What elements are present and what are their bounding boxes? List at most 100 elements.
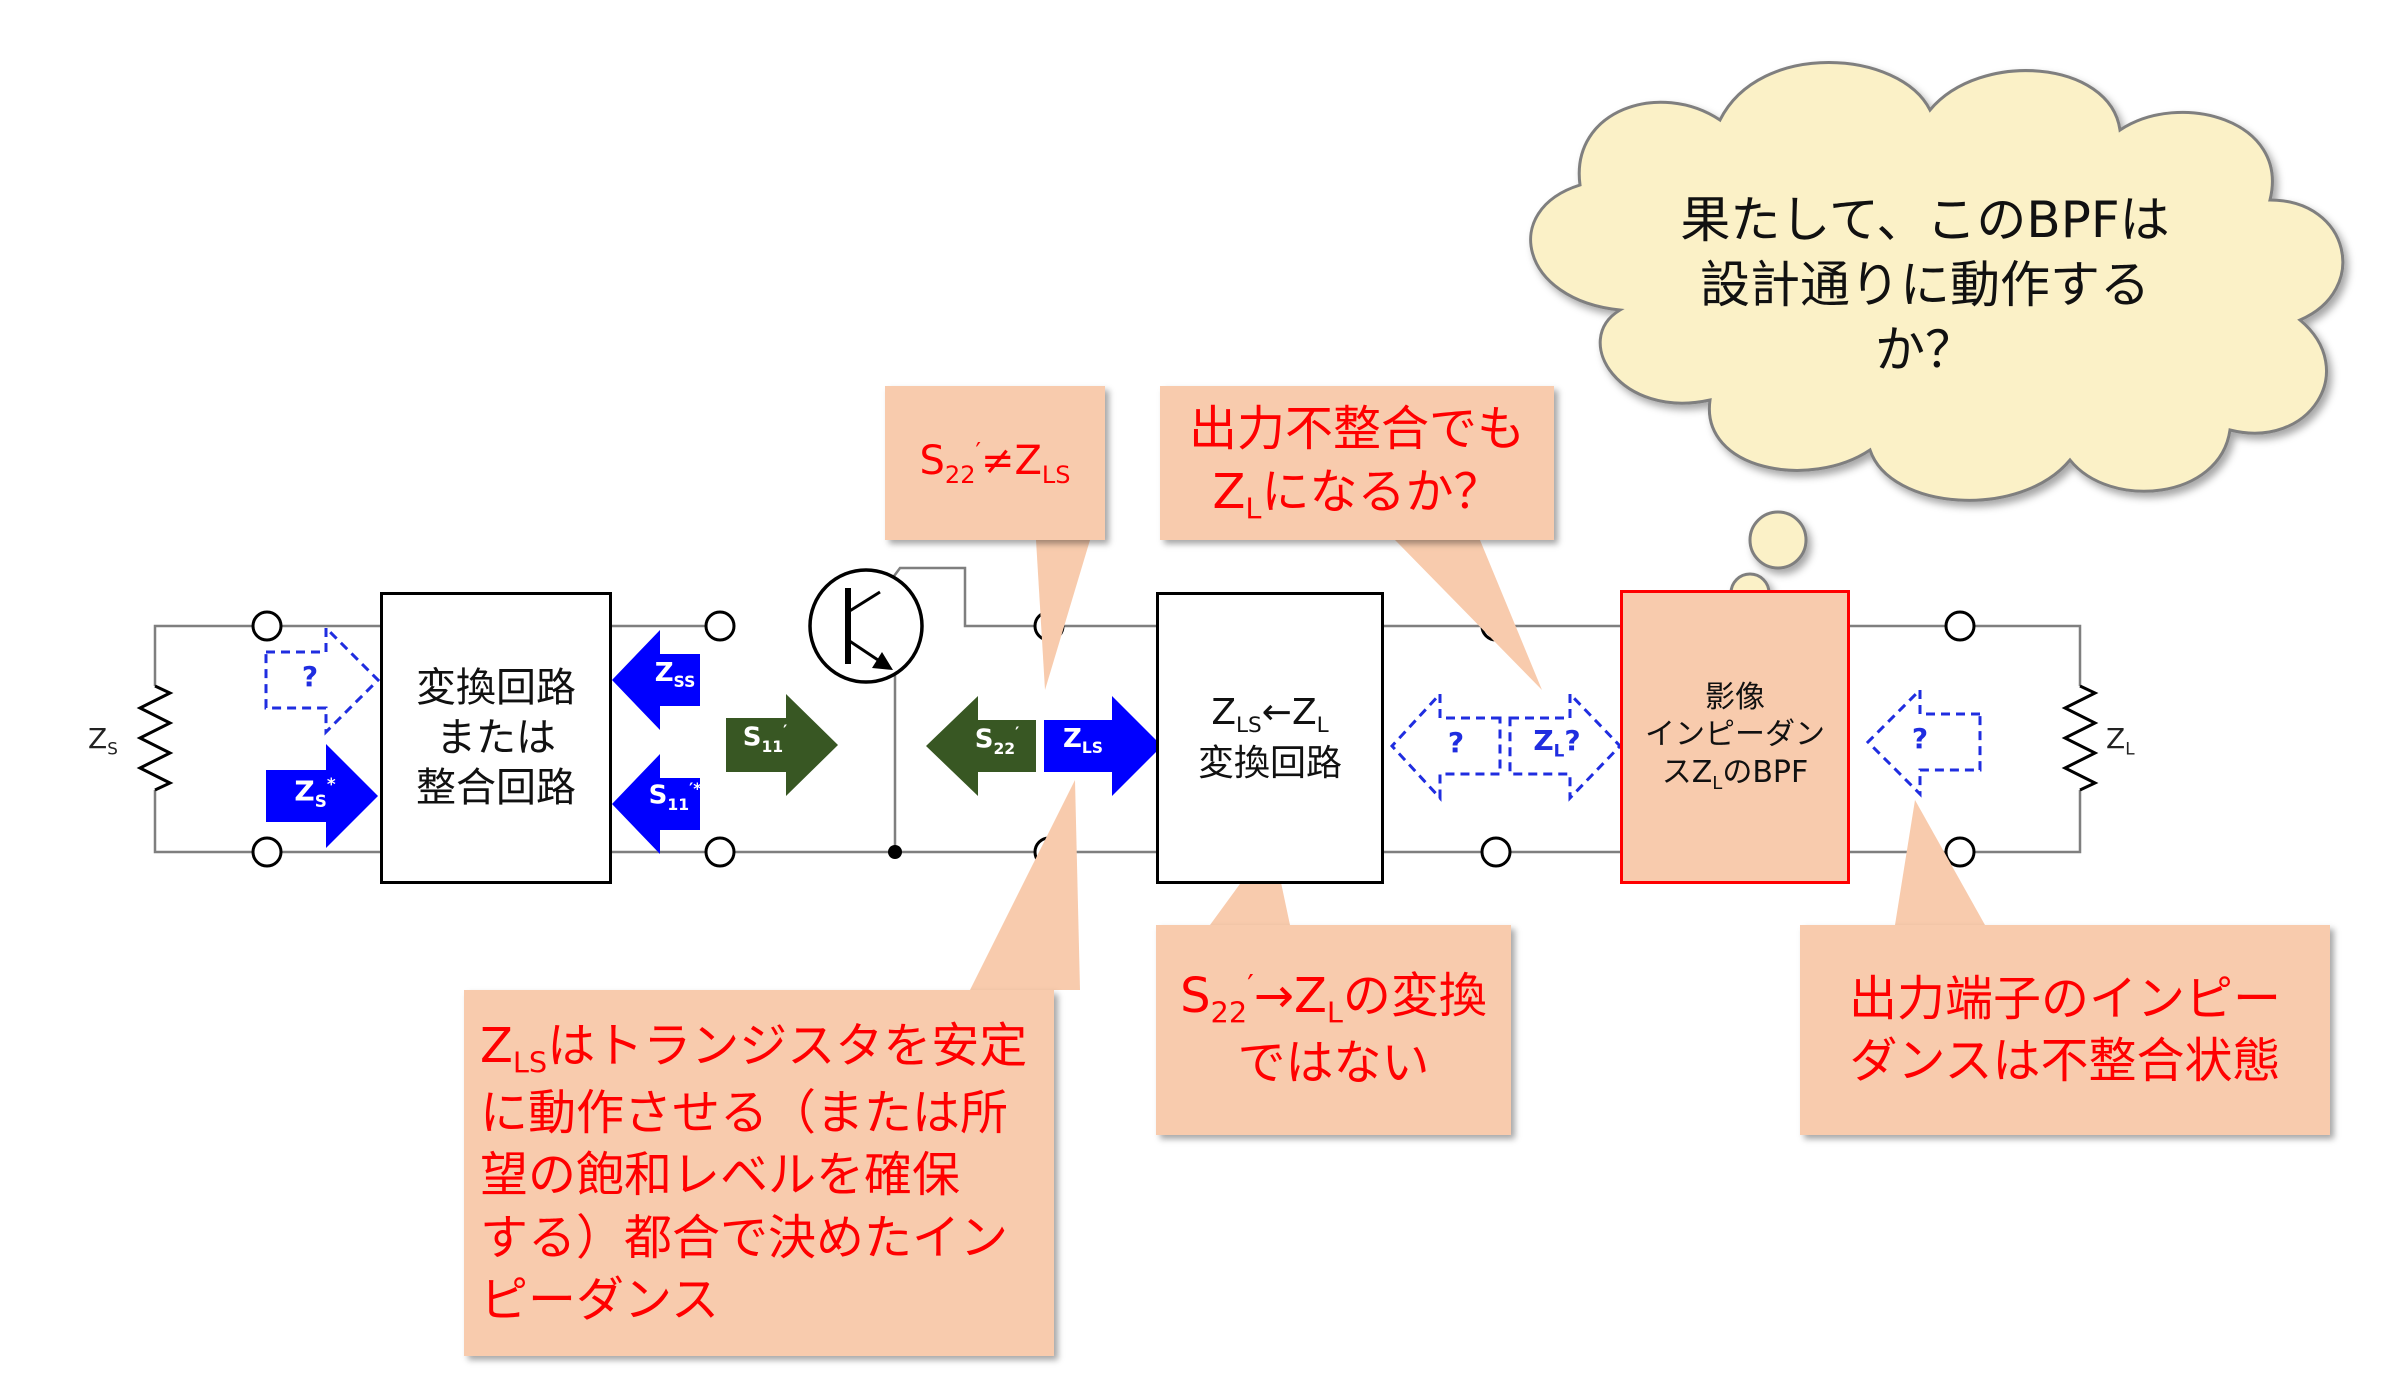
zs-conj-arrow <box>266 744 378 848</box>
callout-zls-line-1-post: はトランジスタを安定 <box>547 1017 1028 1074</box>
callout-mismatch-line-1: 出力不整合でも <box>1188 401 1525 458</box>
cloud-line-2: 設計通りに動作する <box>1700 255 2150 314</box>
callout-zls-line-1: ZLSはトランジスタを安定 <box>480 1015 1027 1082</box>
source-question-label: ? <box>301 660 319 693</box>
callout-mismatch-line-2: ZLになるか？ <box>1213 461 1502 528</box>
wires <box>153 566 2082 854</box>
callout-conv-s-sup: ′ <box>1247 968 1254 1003</box>
converter-line-1: ZLS←ZL <box>1211 690 1328 740</box>
callout-conv-line-2: ではない <box>1237 1035 1430 1092</box>
callout-zls-line-3: 望の飽和レベルを確保 <box>480 1147 961 1204</box>
load-resistor-icon <box>2061 684 2099 792</box>
zs-conj-z: Z <box>294 774 315 808</box>
terminal-1-top <box>251 610 283 642</box>
terminal-4-bottom <box>1480 836 1512 868</box>
callout-pointer-output <box>1895 800 1985 925</box>
source-impedance-label: ZS <box>88 722 118 759</box>
cloud-line-3: か？ <box>1875 320 1975 379</box>
callout-s22-s: S <box>919 437 945 484</box>
converter-z2: Z <box>1291 692 1317 734</box>
callout-s22-sub: 22 <box>944 460 976 489</box>
s11p-sub: 11 <box>761 737 784 756</box>
callout-zls-description: ZLSはトランジスタを安定 に動作させる（または所 望の飽和レベルを確保 する）… <box>464 990 1054 1356</box>
callout-conv-s-sub: 22 <box>1210 995 1248 1030</box>
callout-output-terminal: 出力端子のインピー ダンスは不整合状態 <box>1800 925 2330 1135</box>
callout-pointer-zls <box>970 780 1080 990</box>
callout-s22-neq: ≠ <box>980 437 1015 484</box>
callout-zls-line-4: する）都合で決めたイン <box>480 1209 1009 1266</box>
matching-line-2: または <box>436 715 556 761</box>
s22-prime-label: S22′ <box>962 724 1032 758</box>
matching-line-3: 整合回路 <box>416 765 576 811</box>
callout-zls-line-2: に動作させる（または所 <box>480 1084 1009 1141</box>
s11-conj-label: S11′* <box>640 780 710 814</box>
callout-conv-line-1-post: の変換 <box>1342 968 1487 1025</box>
zs-conj-label: ZS* <box>280 774 350 811</box>
bpf-block: 影像 インピーダン スZLのBPF <box>1620 590 1850 884</box>
cloud-body <box>1529 61 2345 502</box>
callout-s22-neq-zls: S22′≠ZLS <box>885 386 1105 540</box>
s22p-sup: ′ <box>1015 724 1020 742</box>
s11c-sub: 11 <box>667 795 690 814</box>
callout-s22-sup: ′ <box>975 437 981 466</box>
load-impedance-label: ZL <box>2106 722 2135 759</box>
load-question-arrow <box>1865 686 1982 798</box>
bpf-z: Z <box>1691 754 1713 790</box>
s11p-sup: ′ <box>783 722 788 740</box>
zlq-sub: L <box>1553 740 1565 761</box>
wire-load-bottom <box>1974 790 2082 854</box>
callout-output-line-2: ダンスは不整合状態 <box>1849 1033 2281 1089</box>
zls-arrow <box>1044 696 1162 796</box>
callout-pointer-mismatch <box>1395 540 1542 690</box>
left-question-label: ? <box>1447 726 1465 759</box>
callout-output-mismatch: 出力不整合でも ZLになるか？ <box>1160 386 1554 540</box>
converter-block: ZLS←ZL 変換回路 <box>1156 592 1384 884</box>
terminal-5-top <box>1944 610 1976 642</box>
zss-arrow <box>612 630 700 730</box>
callout-conv-z: Z <box>1293 968 1327 1025</box>
converter-z1: Z <box>1211 692 1237 734</box>
load-question-label: ? <box>1911 722 1929 755</box>
wire-source-top <box>153 624 267 686</box>
callout-zls-z: Z <box>480 1017 513 1074</box>
cloud-bubble-large <box>1748 510 1808 570</box>
callout-conv-z-sub: L <box>1326 995 1343 1030</box>
converter-z2-sub: L <box>1316 713 1329 739</box>
ground-junction-dot <box>888 845 902 859</box>
callout-conv-s: S <box>1180 968 1211 1025</box>
matching-network-block: 変換回路 または 整合回路 <box>380 592 612 884</box>
s22p-sub: 22 <box>993 739 1016 758</box>
s22-prime-arrow <box>926 696 1036 796</box>
zss-sub: SS <box>673 673 696 692</box>
zls-label: ZLS <box>1046 724 1120 757</box>
bpf-line-1: 影像 <box>1705 679 1765 715</box>
callout-output-line-1: 出力端子のインピー <box>1848 970 2281 1027</box>
source-z-sub: S <box>107 738 118 759</box>
callout-s22-z-sub: LS <box>1041 460 1071 489</box>
callout-zls-z-sub: LS <box>512 1045 548 1080</box>
load-z: Z <box>2106 722 2126 755</box>
zl-question-label: ZL? <box>1522 724 1592 761</box>
callout-not-conversion: S22′→ZLの変換 ではない <box>1156 925 1511 1135</box>
s11-prime-label: S11′ <box>730 722 800 756</box>
s11p-s: S <box>742 722 762 753</box>
s11-prime-arrow <box>726 694 838 796</box>
callout-s22-z: Z <box>1014 437 1042 484</box>
terminal-5-bottom <box>1944 836 1976 868</box>
terminal-2-top <box>704 610 736 642</box>
source-question-arrow <box>264 624 381 736</box>
zs-conj-sub: S <box>314 790 327 811</box>
callout-conv-arrow: → <box>1253 968 1294 1025</box>
bpf-line-2: インピーダン <box>1645 717 1825 753</box>
s11-conj-arrow <box>612 754 700 854</box>
wire-source-bottom <box>153 790 267 854</box>
s11c-s: S <box>648 780 668 811</box>
left-question-arrow <box>1389 690 1502 802</box>
matching-line-1: 変換回路 <box>416 665 576 711</box>
converter-line-2: 変換回路 <box>1197 742 1342 784</box>
bpf-line-3-post: のBPF <box>1722 754 1809 790</box>
callout-conv-line-1: S22′→ZLの変換 <box>1180 965 1487 1032</box>
callout-zls-line-5: ピーダンス <box>480 1271 720 1328</box>
